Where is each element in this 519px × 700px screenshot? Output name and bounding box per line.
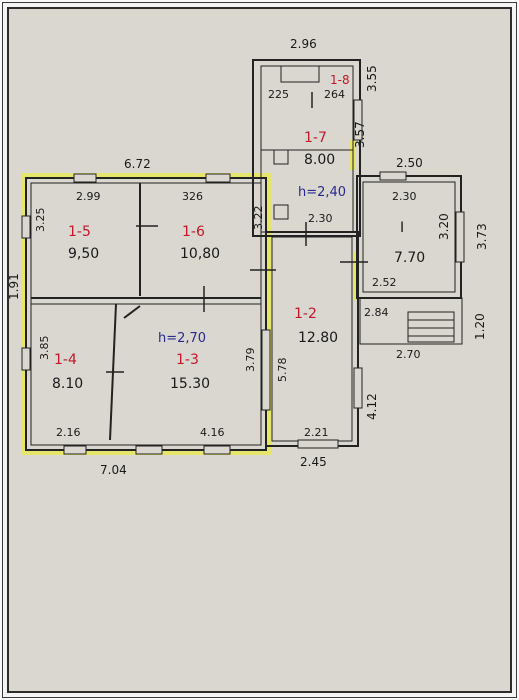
annex-fixture — [273, 204, 289, 220]
window-15-side — [21, 215, 31, 239]
dim-578: 5.78 — [276, 358, 289, 383]
window-15 — [73, 173, 97, 183]
room-I-area: 7.70 — [394, 250, 425, 266]
room-14-label: 1-4 — [54, 352, 77, 368]
dim-322: 3.22 — [252, 206, 265, 231]
dim-385: 3.85 — [38, 336, 51, 361]
dim-porch-side: 1.20 — [473, 313, 487, 340]
dim-right-wing-inner: 3.20 — [437, 213, 451, 240]
ceiling-heights: h=2,70 h=2,40 — [158, 185, 346, 346]
room-16-area: 10,80 — [180, 246, 220, 262]
height-annex: h=2,40 — [298, 185, 346, 200]
dim-325: 3.25 — [34, 208, 47, 233]
room-16-label: 1-6 — [182, 224, 205, 240]
dim-left-top: 6.72 — [124, 157, 151, 171]
inner-dimensions: 225 264 2.99 326 3.22 3.25 3.85 3.79 5.7… — [34, 88, 421, 439]
dim-221: 2.21 — [304, 426, 329, 439]
window-17 — [353, 99, 363, 141]
dim-230-wing: 2.30 — [392, 190, 417, 203]
dim-216: 2.16 — [56, 426, 81, 439]
dim-top-outer: 2.96 — [290, 37, 317, 51]
annex-window-box — [280, 65, 320, 83]
window-14-bottom — [63, 445, 87, 455]
dim-284: 2.84 — [364, 306, 389, 319]
dim-left-side: 1.91 — [7, 273, 21, 300]
room-15-area: 9,50 — [68, 246, 99, 262]
window-12-side — [261, 329, 271, 411]
dim-right-col-a: 3.55 — [365, 65, 379, 92]
room-12-area: 12.80 — [298, 330, 338, 346]
height-main: h=2,70 — [158, 331, 206, 346]
main-inner-wall — [30, 182, 262, 446]
room-I-label: I — [400, 220, 404, 236]
room-14-area: 8.10 — [52, 376, 83, 392]
dim-264: 264 — [324, 88, 345, 101]
annex-stove — [273, 149, 289, 165]
window-16 — [205, 173, 231, 183]
dim-252: 2.52 — [372, 276, 397, 289]
dim-right-top: 2.50 — [396, 156, 423, 170]
door-14-13 — [123, 305, 141, 319]
room-I-inner — [362, 181, 456, 293]
window-13-bottom-a — [135, 445, 163, 455]
door-marks — [106, 92, 368, 373]
dim-right-col-b: 3.57 — [353, 121, 367, 148]
dim-270: 2.70 — [396, 348, 421, 361]
room-labels: 1-5 9,50 1-6 10,80 1-4 8.10 1-3 15.30 1-… — [52, 73, 425, 392]
dim-299: 2.99 — [76, 190, 101, 203]
window-13-bottom-b — [203, 445, 231, 455]
room-13-label: 1-3 — [176, 352, 199, 368]
room-15-label: 1-5 — [68, 224, 91, 240]
dim-379: 3.79 — [244, 348, 257, 373]
dim-lower-right: 4.12 — [365, 393, 379, 420]
dim-bottom-left: 7.04 — [100, 463, 127, 477]
dim-416: 4.16 — [200, 426, 225, 439]
window-I-side — [455, 211, 465, 263]
window-I-top — [379, 171, 407, 181]
room-18-label: 1-8 — [330, 73, 350, 87]
dim-326: 326 — [182, 190, 203, 203]
window-12-bottom — [297, 439, 339, 449]
window-14-side — [21, 347, 31, 371]
dim-230-annex: 2.30 — [308, 212, 333, 225]
dim-225: 225 — [268, 88, 289, 101]
dim-bottom-mid: 2.45 — [300, 455, 327, 469]
main-outer-wall — [25, 177, 267, 451]
paper-sheet — [9, 9, 510, 691]
porch-outline — [359, 297, 463, 345]
windows — [21, 99, 465, 455]
main-wall-highlight — [21, 173, 271, 455]
room-17-label: 1-7 — [304, 130, 327, 146]
room-13-area: 15.30 — [170, 376, 210, 392]
dim-right-wing-side: 3.73 — [475, 223, 489, 250]
room-17-area: 8.00 — [304, 152, 335, 168]
porch-steps — [407, 311, 455, 343]
outer-dimensions: 2.96 6.72 2.50 7.04 2.45 1.91 3.55 3.57 … — [7, 37, 489, 477]
room-12-label: 1-2 — [294, 306, 317, 322]
window-12-right — [353, 367, 363, 409]
